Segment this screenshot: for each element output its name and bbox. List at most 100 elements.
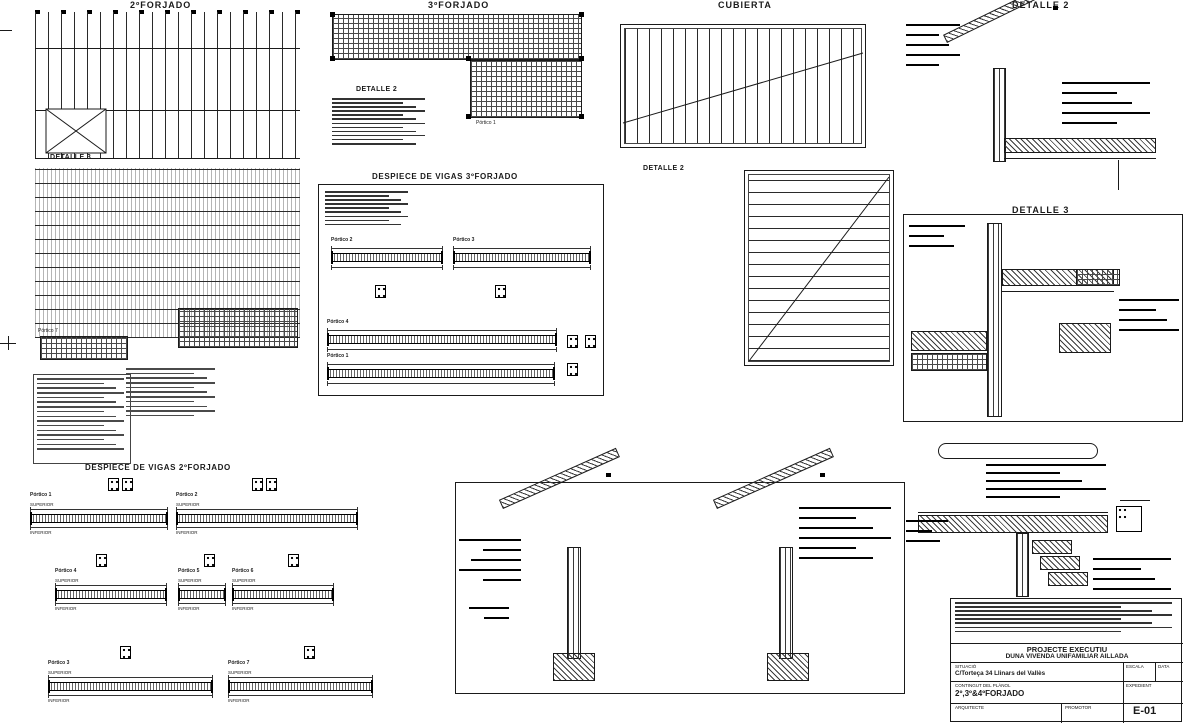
note-line [325,215,409,218]
note-line [126,405,207,407]
detalle3-wall [987,223,1002,417]
leader-line [906,520,948,522]
plan3-slab-upper [332,14,582,60]
note-line [37,429,117,432]
leader-line [906,540,940,542]
beam-group: Pórtico 3 SUPERIOR INFERIOR [48,660,213,703]
despiece2-title: DESPIECE DE VIGAS 2ºFORJADO [85,463,231,472]
note-line [37,387,117,389]
beam-portico-label: Pórtico 1 [30,492,52,498]
beam-dimension-line [327,381,555,386]
leader-line [1119,309,1157,311]
leader-line [482,579,521,581]
leader-line [986,480,1082,482]
titleblock-vdivider [1123,681,1124,703]
beam-dimension-line [30,507,168,512]
beam-bar [30,512,168,525]
leader-line [1093,568,1142,570]
detalle3-slab-edge-block [1076,269,1120,286]
note-line [332,138,404,141]
beam-inferior-label: INFERIOR [48,698,70,703]
plan3-portico1-label: Pórtico 1 [476,120,496,126]
ridge-mark [606,473,611,477]
note-line [126,372,195,375]
leader-line [906,24,960,26]
beam-portico-label: Pórtico 4 [55,568,77,574]
leader-line [906,44,950,46]
beam-section-icon [120,646,131,659]
note-line [37,396,104,399]
beam-group: Pórtico 4 [327,319,557,352]
note-line [126,391,207,393]
stair-opening-cross [45,108,107,154]
leader-line [1093,578,1156,580]
detalle2-panel-title: DETALLE 2 [1012,0,1070,10]
beam-dimension-line [453,246,591,251]
beam-group: Pórtico 4 SUPERIOR INFERIOR [55,568,167,611]
note-line [325,195,389,197]
leader-line [469,607,509,609]
beam-group: Pórtico 3 [453,237,591,270]
section-label-line [1120,500,1150,501]
titleblock-vdivider [1061,703,1062,723]
detail-left-leaders [906,520,948,550]
beam-section-icon [108,478,119,491]
note-line [126,414,195,417]
leader-line [484,617,509,619]
beam-dimension-line [48,675,213,680]
beam-dimension-line [176,525,358,530]
leader-line [799,557,873,559]
note-line [332,110,426,112]
beam-superior-label: SUPERIOR [228,670,252,675]
titleblock-divider [951,643,1183,644]
note-line [37,448,125,450]
beam-inferior-label: INFERIOR [30,530,52,535]
cubierta-ridge-line [622,52,864,124]
beam-group: Pórtico 5 SUPERIOR INFERIOR [178,568,226,611]
leader-line [1119,319,1167,321]
eave-right-leaders [799,507,891,567]
detalle3-slab-soffit-line [1002,291,1114,292]
note-line [325,211,401,213]
leader-line [799,537,891,539]
leader-line [906,64,940,66]
note-line [126,386,195,389]
beam-dimension-line [55,601,167,606]
note-line [332,130,417,133]
situacio-value: C/Torteça 34 Llinars del Vallès [955,670,1046,677]
detail-step [1040,556,1080,570]
note-line [37,443,117,446]
beam-group: Pórtico 7 SUPERIOR INFERIOR [228,660,373,703]
beam-dimension-line [327,347,557,352]
data-label: DATA [1158,664,1170,669]
beam-dimension-line [331,246,443,251]
plan2-drawing: DETALLE 3 Pórtico 7 [28,10,303,360]
note-line [955,602,1173,604]
note-line [325,223,401,226]
detalle2-slab-soffit-line [1004,158,1156,159]
eave-left-foundation [553,653,595,681]
beam-bar [48,680,213,693]
leader-line [799,507,891,509]
detalle2-wall [993,68,1006,162]
column-mark [466,56,471,61]
detalle2-drawing [903,0,1183,192]
detail-right-leaders [1093,558,1171,598]
note-line [37,378,125,380]
beam-dimension-line [30,525,168,530]
detail-step [1032,540,1072,554]
leader-line [909,245,954,247]
note-line [126,368,216,370]
leader-line [1062,92,1117,94]
eave-right-roof-slope [712,447,834,509]
eave-right-foundation [767,653,809,681]
note-line [332,143,417,145]
leader-line [1062,122,1117,124]
leader-line [799,527,873,529]
despiece3-panel: Pórtico 2 Pórtico 3 Pórtico 4 Pórtico 1 [318,184,604,396]
note-line [37,382,104,385]
leader-line [986,496,1061,498]
eave-left-roof-slope [498,447,620,509]
beam-section-icon [252,478,263,491]
beam-dimension-line [232,601,334,606]
